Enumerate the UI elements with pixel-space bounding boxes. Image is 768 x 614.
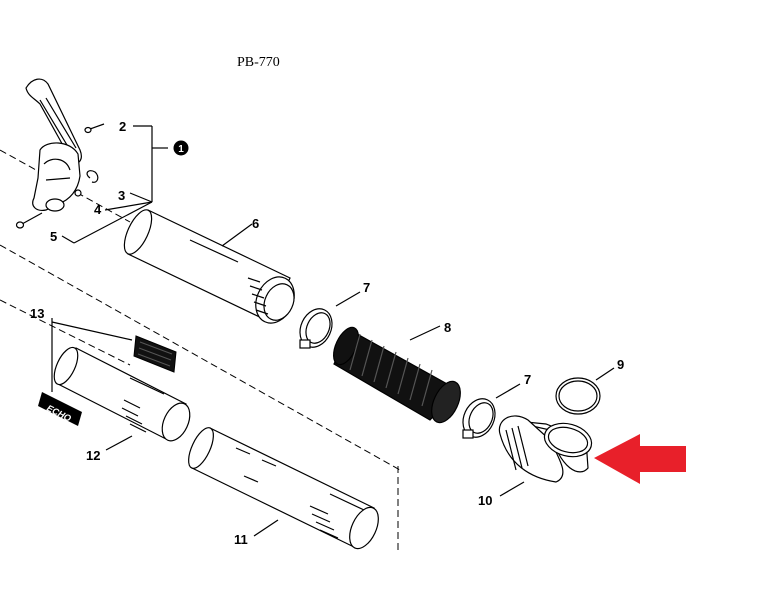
short-pipe-part — [53, 346, 191, 451]
callout-12: 12 — [86, 448, 100, 463]
callout-7-upper: 7 — [363, 280, 370, 295]
callout-4: 4 — [94, 202, 102, 217]
o-ring-part — [555, 367, 615, 415]
assembly-badge — [173, 140, 189, 156]
echo-logo-part: ECHO — [38, 392, 82, 426]
pipe-part — [123, 209, 295, 324]
elbow-part — [498, 415, 593, 497]
hose-clamp-part-upper — [299, 291, 361, 349]
callout-2: 2 — [119, 119, 126, 134]
callout-11: 11 — [234, 532, 248, 547]
screw-part — [84, 123, 105, 134]
long-pipe-part — [188, 427, 379, 550]
throttle-handle-part — [25, 78, 82, 212]
clip-part — [86, 170, 99, 183]
bolt-part — [15, 212, 43, 229]
callout-13: 13 — [30, 306, 44, 321]
callout-7-lower: 7 — [524, 372, 531, 387]
red-arrow-left-icon — [594, 434, 686, 484]
callout-3: 3 — [118, 188, 125, 203]
hose-clamp-part-lower — [462, 383, 521, 439]
group-bracket — [61, 125, 168, 244]
callout-5: 5 — [50, 229, 57, 244]
label-part — [51, 318, 177, 392]
callout-8: 8 — [444, 320, 451, 335]
bellows-part — [333, 325, 461, 424]
callout-1: 1 — [178, 144, 184, 155]
model-title: PB-770 — [237, 55, 280, 70]
callout-9: 9 — [617, 357, 624, 372]
washer-part — [74, 189, 82, 197]
callout-6: 6 — [252, 216, 259, 231]
callout-10: 10 — [478, 493, 492, 508]
